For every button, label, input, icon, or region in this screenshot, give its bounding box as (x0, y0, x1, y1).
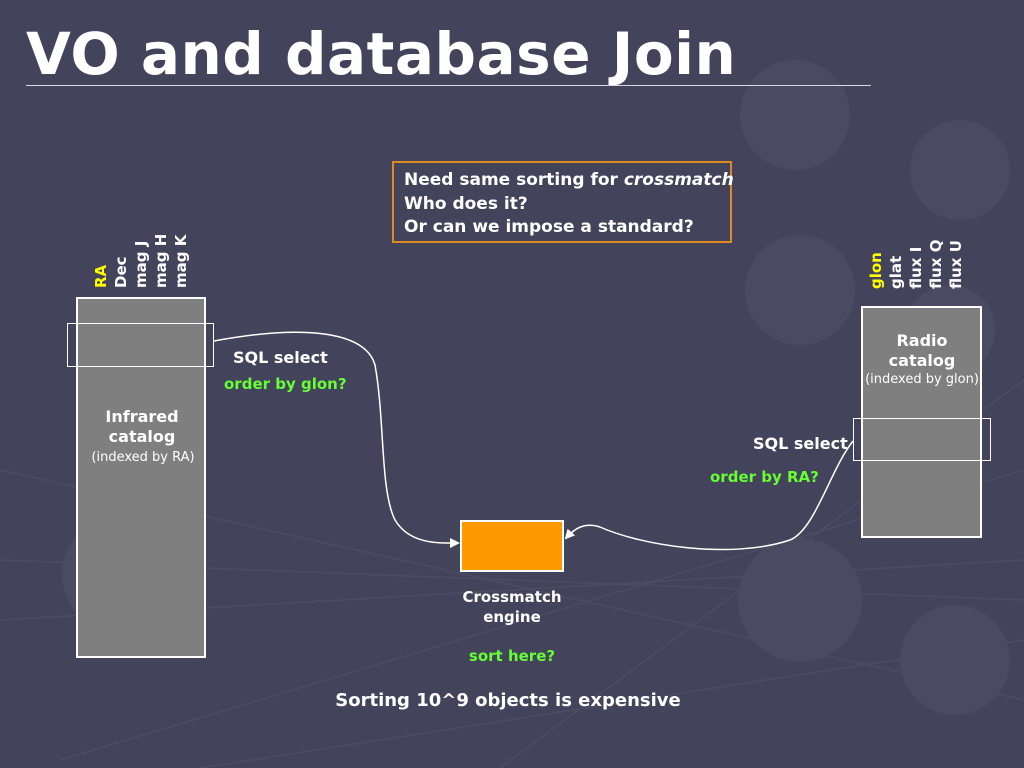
note-line-1-italic: crossmatch (623, 170, 734, 190)
infrared-catalog-name: Infrared catalog (76, 407, 208, 447)
crossmatch-engine-box (460, 520, 564, 572)
infrared-index-note: (indexed by RA) (91, 450, 195, 465)
radio-sql-select: SQL select (753, 434, 848, 453)
note-line-1: Need same sorting for crossmatch (404, 169, 734, 193)
radio-to-engine-arrow (564, 440, 854, 551)
note-box: Need same sorting for crossmatch Who doe… (392, 161, 734, 243)
radio-name-line-2: catalog (888, 351, 956, 370)
note-line-1-text: Need same sorting for (404, 170, 624, 190)
infrared-name-line-1: Infrared (105, 407, 179, 426)
engine-label-line-2: engine (483, 608, 541, 626)
infrared-to-engine-arrow (213, 331, 460, 549)
radio-catalog-table (861, 306, 982, 538)
engine-sort-question: sort here? (468, 647, 556, 665)
engine-label-line-1: Crossmatch (462, 588, 562, 606)
slide-title: VO and database Join (26, 20, 737, 88)
radio-index-note: (indexed by glon) (865, 372, 979, 387)
radio-selection-rect (853, 418, 991, 461)
footer-note: Sorting 10^9 objects is expensive (335, 690, 681, 711)
infrared-name-line-2: catalog (108, 427, 176, 446)
infrared-selection-rect (67, 323, 214, 367)
radio-name-line-1: Radio (896, 331, 948, 350)
title-divider (26, 85, 871, 86)
infrared-order-question: order by glon? (224, 375, 347, 393)
radio-order-question: order by RA? (710, 468, 819, 486)
infrared-sql-select: SQL select (233, 348, 328, 367)
note-line-3: Or can we impose a standard? (404, 217, 694, 237)
crossmatch-engine-label: Crossmatch engine (432, 587, 592, 627)
infrared-catalog-table (76, 297, 206, 658)
note-line-2: Who does it? (404, 193, 528, 214)
radio-catalog-name: Radio catalog (861, 331, 983, 371)
